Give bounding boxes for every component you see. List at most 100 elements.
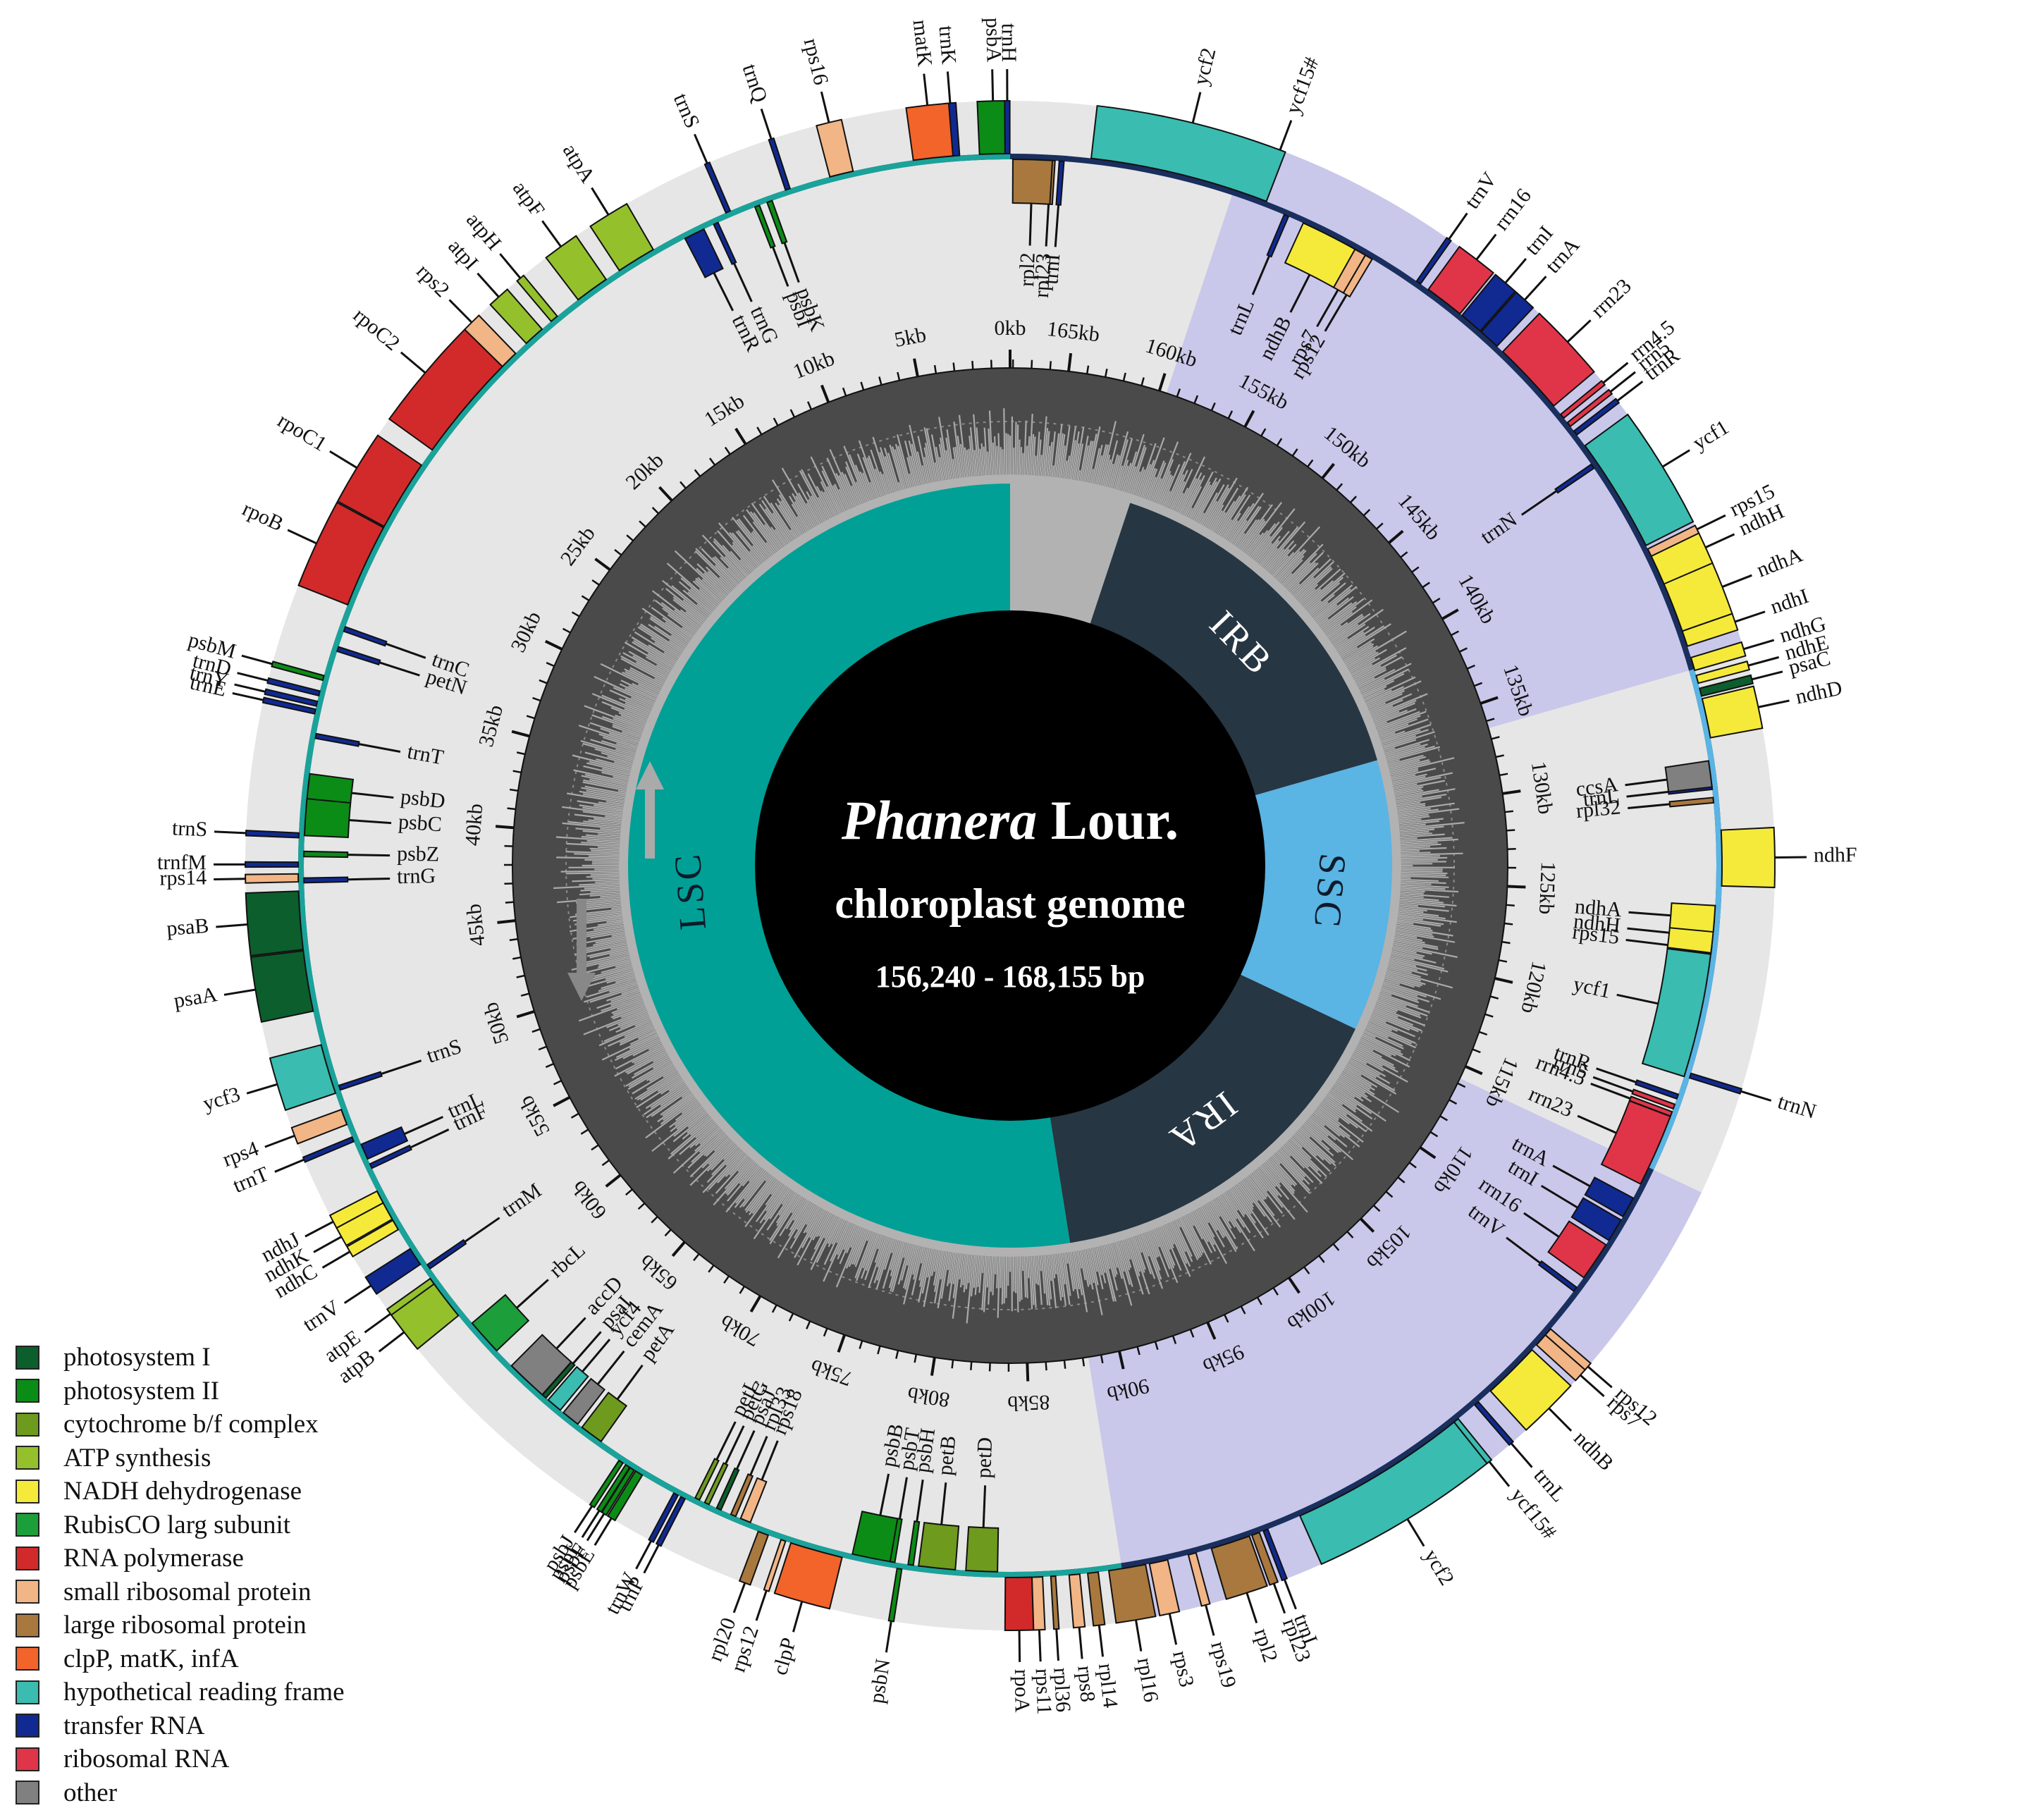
gene-leader (946, 71, 952, 104)
gene-label: trnfM (157, 851, 207, 874)
gene-atpI (489, 288, 543, 345)
gene-leader (1580, 1374, 1605, 1398)
gene-rrn4.5 (1628, 1095, 1673, 1117)
reverse-arrow-icon (567, 899, 596, 1001)
minor-tick (1210, 402, 1216, 412)
gene-trnA (1480, 291, 1535, 348)
gene-leader (385, 642, 426, 659)
minor-tick (789, 409, 796, 419)
gene-ndhE (1695, 660, 1751, 684)
minor-tick (708, 1264, 715, 1273)
minor-tick (693, 1253, 701, 1262)
minor-tick (1473, 682, 1483, 687)
gene-leader (343, 1284, 372, 1304)
minor-tick (509, 788, 519, 792)
gene-leader (715, 1421, 737, 1461)
gene-leader (1272, 1582, 1286, 1614)
gene-leader (1602, 362, 1629, 384)
gene-label: psbC (398, 810, 443, 836)
minor-tick (1122, 372, 1126, 382)
gene-matK (905, 102, 954, 161)
minor-tick (651, 507, 660, 515)
gene-leader (329, 450, 358, 469)
gene-psaJ (715, 1467, 740, 1511)
minor-tick (580, 1128, 589, 1135)
minor-tick (1081, 1357, 1086, 1367)
gene-rpl33 (730, 1473, 754, 1518)
gene-label: trnL (1582, 784, 1621, 811)
minor-tick (1100, 1353, 1104, 1364)
gene-rps12 (1544, 1327, 1592, 1371)
gene-leader (274, 1158, 305, 1173)
minor-tick (1332, 1243, 1340, 1251)
gc-midline (565, 421, 1455, 1310)
minor-tick (1429, 1131, 1439, 1138)
minor-tick (553, 1079, 562, 1086)
gene-leader (1661, 449, 1690, 468)
minor-tick (507, 807, 517, 811)
gene-leader (1078, 1627, 1083, 1659)
gene-label: ycf2 (1419, 1545, 1458, 1590)
gene-clpP (773, 1542, 843, 1610)
region-label: LSC (666, 850, 715, 931)
gene-leader (1696, 514, 1726, 531)
gene-label: rpl32 (1575, 795, 1621, 823)
gene-leader (400, 351, 426, 374)
tick-label: 125kb (1535, 861, 1560, 915)
gene-rps8 (1068, 1573, 1086, 1629)
gene-leader (1246, 1592, 1258, 1623)
minor-tick (520, 992, 531, 997)
gene-leader (1448, 212, 1468, 240)
gene-leader (287, 529, 317, 545)
gene-trnM (426, 1238, 467, 1270)
major-tick (605, 1173, 622, 1188)
gene-label: rps3 (1168, 1649, 1198, 1689)
gene-leader (381, 1059, 422, 1076)
gene-leader (982, 1485, 987, 1528)
minor-tick (773, 417, 779, 427)
major-tick (1157, 373, 1167, 393)
gene-label: trnI (1039, 253, 1064, 285)
gene-trnR (684, 228, 724, 278)
gene-leader (783, 242, 800, 283)
gene-leader (1625, 939, 1668, 947)
major-tick (749, 1294, 762, 1313)
gene-label: trnS (669, 90, 704, 132)
gene-ndhB (1489, 1348, 1572, 1432)
legend-swatch (16, 1781, 39, 1805)
gene-ccsA (1664, 760, 1713, 793)
gene-leader (1523, 1212, 1560, 1238)
gene-atpH (516, 274, 558, 323)
tick-label: 40kb (461, 803, 487, 847)
legend-item: transfer RNA (16, 1709, 345, 1743)
gene-leader (448, 299, 473, 324)
gene-leader (264, 1134, 295, 1148)
legend-swatch (16, 1714, 39, 1738)
major-tick (658, 486, 674, 503)
major-tick (1117, 1350, 1125, 1370)
gene-leader (1054, 204, 1060, 247)
minor-tick (1172, 1334, 1177, 1344)
gene-leader (1251, 255, 1271, 295)
legend-item: cytochrome b/f complex (16, 1408, 345, 1441)
minor-tick (1384, 1190, 1394, 1198)
gene-leader (499, 253, 522, 279)
gene-leader (732, 1582, 746, 1613)
gene-rpoB (297, 501, 385, 606)
minor-tick (539, 679, 548, 684)
minor-tick (637, 1202, 646, 1210)
gene-label: ycf15# (1281, 54, 1324, 118)
gene-leader (1628, 803, 1671, 809)
gene-psaB (245, 890, 305, 957)
minor-tick (1497, 959, 1508, 963)
gene-psbK (765, 199, 788, 245)
minor-tick (1193, 395, 1199, 405)
gene-leader (1616, 380, 1644, 402)
gene-label: psbZ (397, 842, 440, 866)
minor-tick (570, 1112, 580, 1119)
gene-petN (336, 646, 381, 666)
minor-tick (694, 469, 701, 478)
minor-tick (538, 1045, 548, 1051)
major-tick (1243, 410, 1255, 429)
